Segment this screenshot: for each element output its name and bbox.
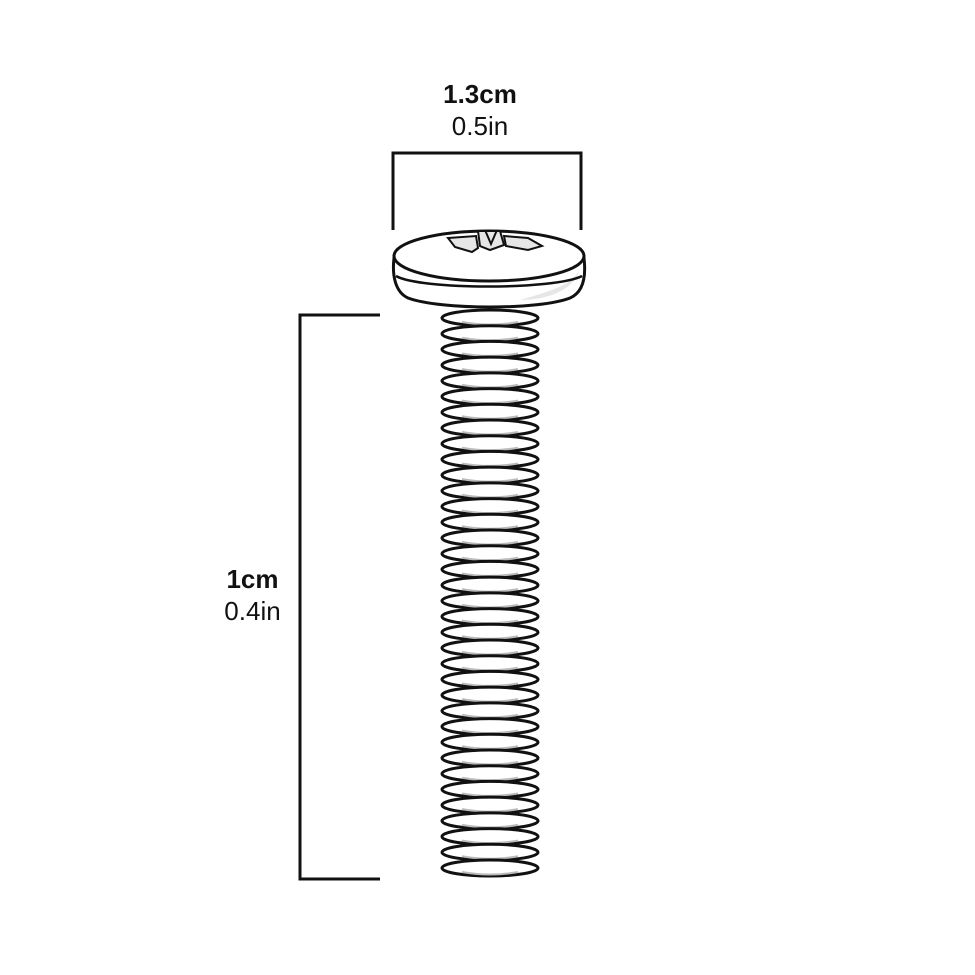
screw-head <box>391 229 587 309</box>
length-imperial: 0.4in <box>224 596 281 626</box>
head-width-label: 1.3cm 0.5in <box>380 78 580 142</box>
length-label: 1cm 0.4in <box>195 563 310 627</box>
pozidriv-recess-icon <box>446 229 545 254</box>
length-metric: 1cm <box>226 564 279 594</box>
head-width-imperial: 0.5in <box>451 111 509 141</box>
length-bracket <box>298 313 380 881</box>
head-width-bracket <box>391 151 583 230</box>
screw-threads <box>440 308 540 878</box>
head-width-metric: 1.3cm <box>443 79 517 109</box>
